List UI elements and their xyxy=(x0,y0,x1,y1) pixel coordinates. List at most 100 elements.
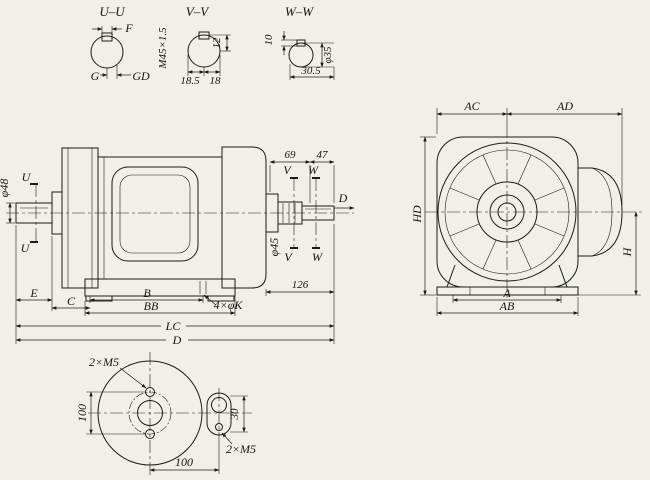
bolt-circle xyxy=(128,391,172,435)
dim-10: 10 xyxy=(263,31,297,55)
m5-callout-top: 2×M5 xyxy=(89,355,147,389)
dim-69-47: 69 47 xyxy=(269,149,335,203)
keyway-uu xyxy=(101,32,113,42)
dim-d35: φ35 xyxy=(301,42,334,68)
dim-g-label: G xyxy=(91,69,100,83)
section-view-ww: W–W 10 φ35 30.5 xyxy=(263,4,335,80)
dim-100h-label: 100 xyxy=(175,455,193,469)
hub-circle xyxy=(476,181,538,243)
frame-window-outer xyxy=(111,166,199,262)
guard-spokes xyxy=(449,154,565,270)
dim-69-label: 69 xyxy=(285,149,297,161)
thread-spec-label: M45×1.5 xyxy=(157,27,169,70)
dim-c-label: C xyxy=(67,294,76,308)
flange-outer-circle xyxy=(97,360,203,466)
dim-126-label: 126 xyxy=(292,279,309,291)
dim-g-gd: G GD xyxy=(91,64,150,83)
front-endbell xyxy=(61,147,99,289)
section-u-label-top: U xyxy=(22,170,32,184)
m5-top-label: 2×M5 xyxy=(89,355,119,369)
side-bottom-dims: E C B BB LC D xyxy=(15,224,335,347)
dim-18-18p5: 18.5 18 xyxy=(180,55,221,87)
dim-10-label: 10 xyxy=(263,34,275,46)
dim-b-label: B xyxy=(143,286,151,300)
section-uu-title: U–U xyxy=(99,4,126,19)
bottom-view: 2×M5 100 100 30 2×M5 xyxy=(75,352,256,478)
view-d-arrow: D xyxy=(334,191,355,210)
dim-a-ab: A AB xyxy=(436,286,579,316)
view-d-label: D xyxy=(338,191,348,205)
flange-bore-circle xyxy=(137,400,163,426)
section-v-label-bottom: V xyxy=(284,250,293,264)
section-view-uu: U–U F G GD xyxy=(90,4,150,83)
section-cut-v: V V xyxy=(283,163,298,264)
dim-bb-label: BB xyxy=(144,299,159,313)
side-lug-slot xyxy=(206,392,232,436)
dim-hd-label: HD xyxy=(410,205,424,224)
dim-30: 30 xyxy=(229,395,248,433)
section-vv-title: V–V xyxy=(186,4,210,19)
dim-ab-label: AB xyxy=(499,299,515,313)
dim-18-label: 18 xyxy=(210,75,222,87)
section-v-label-top: V xyxy=(283,163,292,177)
dim-d48: φ48 xyxy=(0,179,15,224)
dim-ad-label: AD xyxy=(556,99,573,113)
dim-hd: HD xyxy=(410,136,436,296)
dim-100-vertical: 100 xyxy=(75,391,145,435)
lug-m5-hole xyxy=(215,423,223,431)
section-w-label-bottom: W xyxy=(312,250,323,264)
end-base xyxy=(436,286,579,296)
frame-window-inner xyxy=(119,174,191,254)
dim-a-label: A xyxy=(502,286,511,300)
dim-100-horizontal: 100 xyxy=(149,442,220,474)
dim-ac-label: AC xyxy=(463,99,480,113)
foot-holes-callout: 4×φK xyxy=(203,294,244,312)
shaft-end-cap-inner xyxy=(591,167,613,257)
dim-gd-label: GD xyxy=(132,69,150,83)
side-view: φ48 U U xyxy=(0,146,355,347)
dim-h: H xyxy=(578,211,641,296)
dim-30p5-label: 30.5 xyxy=(300,65,321,77)
m5-hole-bottom xyxy=(145,429,155,439)
dim-lc-label: LC xyxy=(165,319,182,333)
dim-30p5: 30.5 xyxy=(289,64,335,80)
section-cut-w: W W xyxy=(308,163,323,264)
foot-holes-label: 4×φK xyxy=(214,298,244,312)
shaft-end-cap xyxy=(578,167,623,257)
dim-12: 12 xyxy=(209,34,231,52)
section-u-label-bottom: U xyxy=(21,241,31,255)
keyway-vv xyxy=(198,31,210,40)
shaft-section-ww xyxy=(288,42,314,68)
fan-guard-ring xyxy=(444,149,570,275)
end-view: AC AD HD H A AB xyxy=(410,99,645,316)
rear-shaft-end xyxy=(301,205,335,221)
dim-12-label: 12 xyxy=(211,37,223,49)
section-cut-u: U U xyxy=(21,170,38,255)
dim-d45-label: φ45 xyxy=(267,238,281,257)
dim-d35-label: φ35 xyxy=(322,46,334,64)
dim-30-label: 30 xyxy=(229,408,241,421)
shaft-boss-circle xyxy=(489,194,525,230)
dim-18p5-label: 18.5 xyxy=(180,75,200,87)
dim-47-label: 47 xyxy=(317,149,329,161)
dim-h-label: H xyxy=(620,246,634,257)
dim-126: 126 xyxy=(265,279,335,296)
fan-guard-outer xyxy=(437,142,577,282)
dim-ac-ad: AC AD xyxy=(436,99,623,205)
dim-f: F xyxy=(92,21,133,35)
section-ww-title: W–W xyxy=(285,4,314,19)
lug-hole xyxy=(211,397,227,413)
dim-d48-label: φ48 xyxy=(0,179,11,198)
m5-hole-top xyxy=(145,387,155,397)
section-w-label-top: W xyxy=(308,163,319,177)
dim-f-label: F xyxy=(124,21,133,35)
section-view-vv: V–V M45×1.5 12 18.5 18 xyxy=(157,4,231,87)
m5-right-label: 2×M5 xyxy=(226,442,256,456)
dim-100v-label: 100 xyxy=(75,404,89,422)
shaft-hole-circle xyxy=(497,202,517,222)
dim-e-label: E xyxy=(29,286,38,300)
dim-d45: φ45 xyxy=(267,238,281,257)
m5-callout-right: 2×M5 xyxy=(221,432,256,456)
